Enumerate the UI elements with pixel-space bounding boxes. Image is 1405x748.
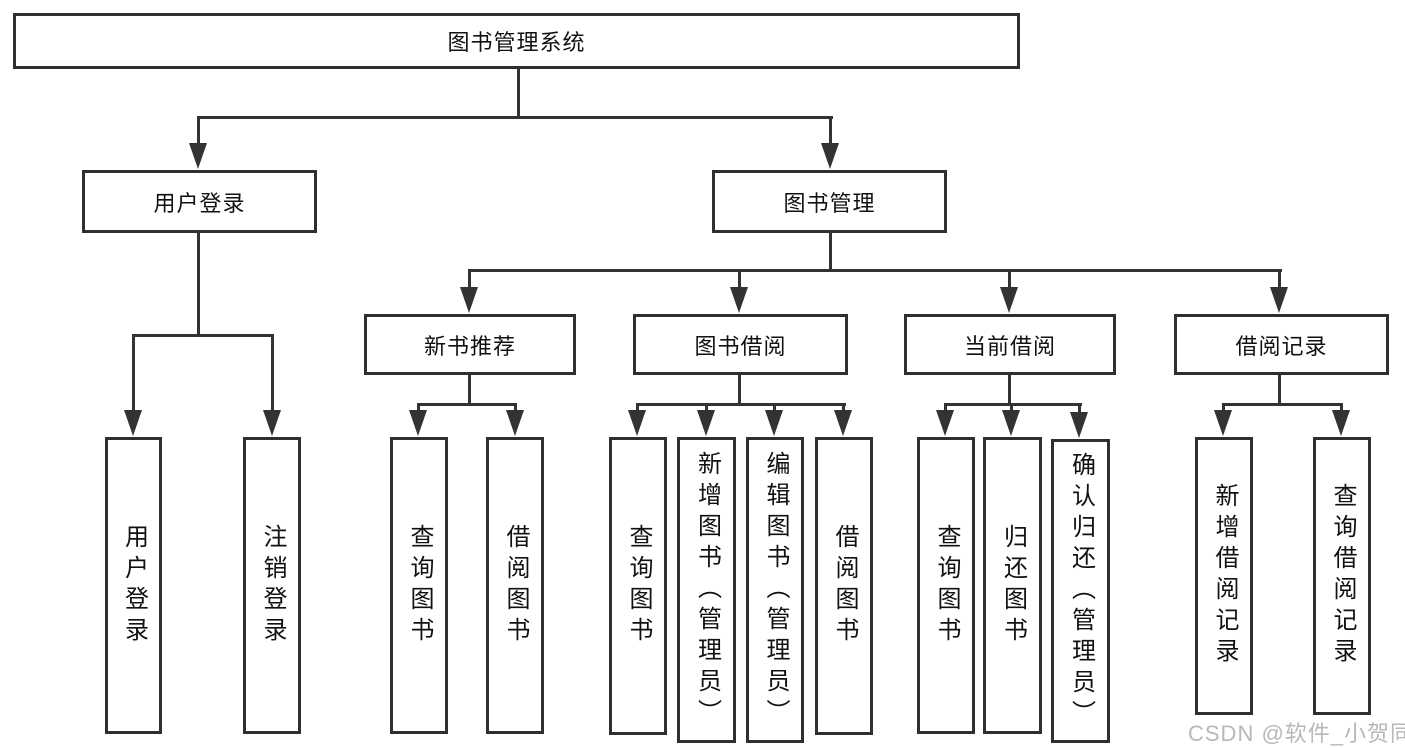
node-new-book-recommendation: 新书推荐 (364, 314, 576, 375)
arrow-down-icon (697, 410, 715, 436)
connector-line (517, 69, 520, 119)
arrow-down-icon (730, 287, 748, 313)
arrow-down-icon (506, 410, 524, 436)
connector-line (514, 403, 517, 415)
connector-line (1222, 403, 1343, 406)
leaf-return-books: 归还图书 (983, 437, 1042, 734)
connector-line (738, 375, 741, 406)
connector-line (1222, 403, 1225, 415)
arrow-down-icon (263, 410, 281, 436)
leaf-query-books-borrowing: 查询图书 (609, 437, 667, 735)
connector-line (197, 233, 200, 336)
connector-line (1278, 269, 1281, 289)
connector-line (132, 334, 135, 414)
connector-line (468, 375, 471, 406)
arrow-down-icon (189, 143, 207, 169)
leaf-borrow-books-borrowing: 借阅图书 (815, 437, 873, 735)
connector-line (1340, 403, 1343, 415)
connector-line (705, 403, 708, 415)
node-user-login: 用户登录 (82, 170, 317, 233)
arrow-down-icon (1002, 410, 1020, 436)
connector-line (197, 116, 833, 119)
arrow-down-icon (1000, 287, 1018, 313)
arrow-down-icon (1332, 410, 1350, 436)
leaf-add-borrow-record: 新增借阅记录 (1195, 437, 1253, 715)
leaf-borrow-books-recommend: 借阅图书 (486, 437, 544, 734)
leaf-query-books-current: 查询图书 (917, 437, 975, 734)
arrow-down-icon (936, 410, 954, 436)
leaf-query-books-recommend: 查询图书 (390, 437, 448, 734)
connector-line (132, 334, 274, 337)
node-borrowing-records: 借阅记录 (1174, 314, 1389, 375)
connector-line (829, 116, 832, 146)
connector-line (1008, 375, 1011, 406)
leaf-edit-books-admin: 编辑图书（管理员） (746, 437, 804, 743)
connector-line (636, 403, 639, 415)
connector-line (944, 403, 1082, 406)
leaf-add-books-admin: 新增图书（管理员） (677, 437, 736, 743)
arrow-down-icon (821, 143, 839, 169)
arrow-down-icon (1214, 410, 1232, 436)
csdn-watermark: CSDN @软件_小贺同学 (1188, 721, 1405, 746)
connector-line (842, 403, 845, 415)
node-root-library-management-system: 图书管理系统 (13, 13, 1020, 69)
connector-line (829, 233, 832, 272)
arrow-down-icon (834, 410, 852, 436)
node-book-management: 图书管理 (712, 170, 947, 233)
arrow-down-icon (460, 287, 478, 313)
connector-line (417, 403, 420, 415)
connector-line (738, 269, 741, 289)
connector-line (1010, 403, 1013, 415)
leaf-confirm-return-admin: 确认归还（管理员） (1051, 439, 1110, 743)
node-current-borrowing: 当前借阅 (904, 314, 1116, 375)
node-book-borrowing: 图书借阅 (633, 314, 848, 375)
connector-line (636, 403, 846, 406)
leaf-query-borrow-record: 查询借阅记录 (1313, 437, 1371, 715)
connector-line (197, 116, 200, 146)
leaf-logout: 注销登录 (243, 437, 301, 734)
arrow-down-icon (628, 410, 646, 436)
arrow-down-icon (124, 410, 142, 436)
arrow-down-icon (1070, 412, 1088, 438)
connector-line (944, 403, 947, 415)
connector-line (417, 403, 517, 406)
connector-line (1278, 375, 1281, 406)
leaf-user-login: 用户登录 (105, 437, 162, 734)
connector-line (1078, 403, 1081, 415)
connector-line (1008, 269, 1011, 289)
arrow-down-icon (409, 410, 427, 436)
arrow-down-icon (1270, 287, 1288, 313)
connector-line (468, 269, 1282, 272)
connector-line (468, 269, 471, 289)
connector-line (271, 334, 274, 414)
connector-line (773, 403, 776, 415)
arrow-down-icon (765, 410, 783, 436)
